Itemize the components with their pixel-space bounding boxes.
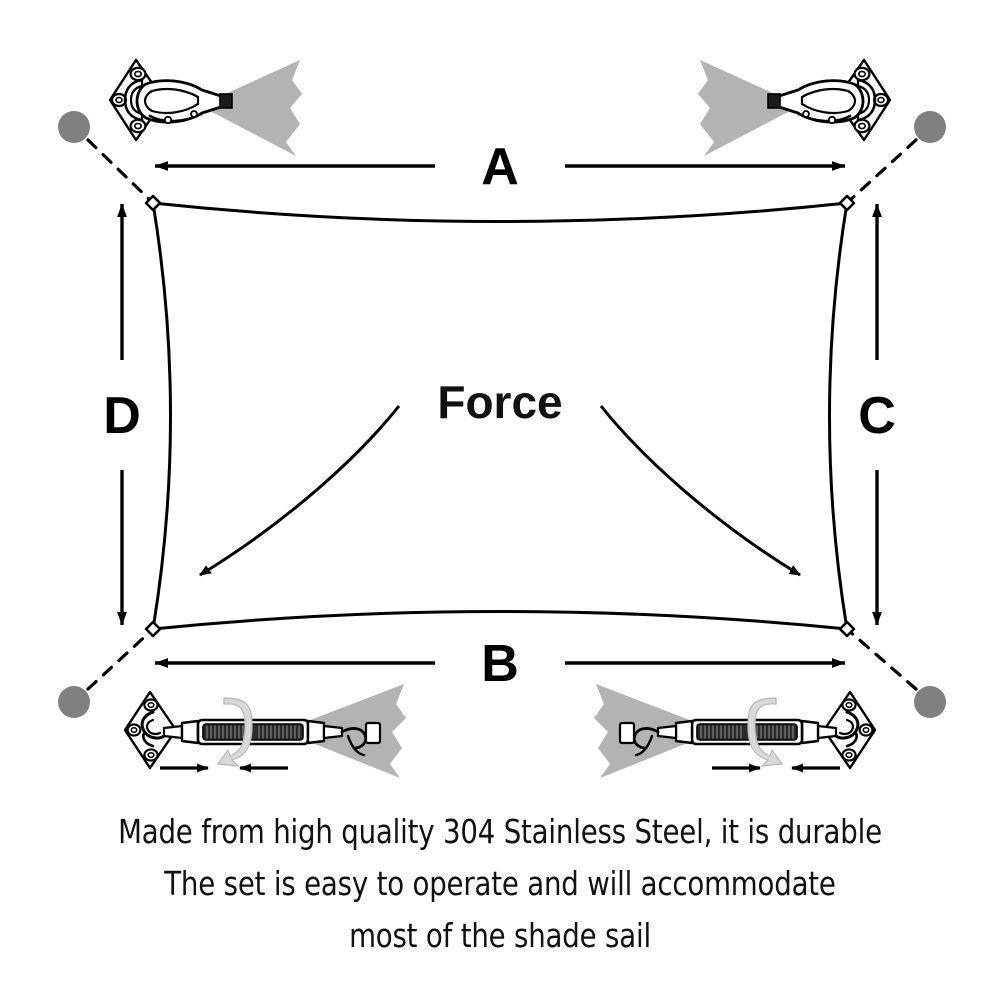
force-arrow-right (599, 405, 801, 577)
hardware-turnbuckle-bottom-right (618, 690, 877, 770)
sail-wedge-bottom-left (300, 684, 406, 778)
guy-line-bottom-right (846, 628, 918, 691)
sail-edge-right (828, 201, 849, 631)
sail-fabric-wedges (212, 60, 788, 778)
dimension-d-label: D (103, 387, 141, 445)
anchor-dot-top-right (914, 111, 946, 143)
eyelet-bottom-right (838, 620, 856, 638)
force-arrows (199, 405, 801, 577)
shade-sail-outline (151, 201, 849, 631)
dimension-b-label: B (481, 635, 519, 693)
sail-wedge-top-left (212, 60, 302, 156)
caption-line-2: The set is easy to operate and will acco… (164, 864, 836, 903)
sail-edge-left (151, 201, 172, 631)
anchor-dot-bottom-right (914, 686, 946, 718)
dimension-c-label: C (858, 387, 896, 445)
anchor-dot-top-left (58, 111, 90, 143)
dimension-c: C (858, 203, 896, 626)
dimension-a-label: A (481, 138, 519, 196)
guy-line-bottom-left (86, 628, 154, 691)
anchor-dots (58, 111, 946, 718)
sail-edge-bottom (151, 610, 849, 631)
sail-wedge-top-right (698, 60, 788, 156)
sail-edge-top (151, 201, 849, 223)
sail-corner-eyelets (144, 194, 856, 638)
guy-line-top-right (846, 138, 918, 204)
eyelet-top-right (838, 194, 856, 212)
hardware-turnbuckle-bottom-left (123, 690, 382, 770)
hardware-snap-hook-top-left (108, 58, 234, 142)
caption-block: Made from high quality 304 Stainless Ste… (0, 806, 1000, 962)
guy-line-top-left (86, 138, 154, 204)
hardware-snap-hook-top-right (766, 58, 892, 142)
dimension-a: A (154, 138, 846, 196)
dimension-b: B (154, 635, 846, 693)
force-label: Force (437, 376, 562, 428)
force-arrow-left (199, 405, 401, 577)
eyelet-bottom-left (144, 620, 162, 638)
caption-line-1: Made from high quality 304 Stainless Ste… (118, 812, 882, 851)
eyelet-top-left (144, 194, 162, 212)
caption-line-3: most of the shade sail (349, 916, 651, 955)
anchor-guy-lines (86, 138, 918, 691)
dimension-d: D (103, 203, 141, 626)
anchor-dot-bottom-left (58, 686, 90, 718)
sail-wedge-bottom-right (594, 684, 700, 778)
